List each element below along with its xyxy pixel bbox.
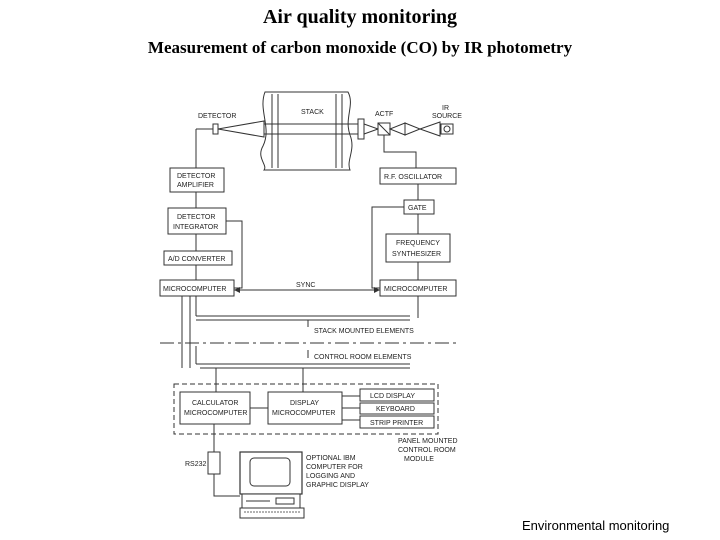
source-label: SOURCE — [432, 113, 462, 120]
detector-integrator-line1: DETECTOR — [177, 214, 215, 221]
ad-converter-label: A/D CONVERTER — [168, 256, 225, 263]
optional-ibm-line1: OPTIONAL IBM — [306, 455, 356, 462]
frequency-synthesizer-line2: SYNTHESIZER — [392, 251, 441, 258]
detector-integrator-box — [167, 207, 227, 235]
lcd-display-label: LCD DISPLAY — [370, 393, 415, 400]
panel-mounted-line2: CONTROL ROOM — [398, 447, 456, 454]
keyboard-box — [359, 402, 435, 415]
calculator-label-2: MICROCOMPUTER — [184, 410, 247, 417]
detector-amplifier-line2: AMPLIFIER — [177, 182, 214, 189]
keyboard-label: KEYBOARD — [376, 406, 415, 413]
actf-label: ACTF — [375, 111, 393, 118]
microcomputer-left-label: MICROCOMPUTER — [163, 286, 226, 293]
rs232-connector — [207, 451, 221, 475]
detector-element — [212, 123, 219, 135]
strip-printer-label: STRIP PRINTER — [370, 420, 423, 427]
display-label-1: DISPLAY — [290, 400, 319, 407]
lcd-display-box — [359, 388, 435, 402]
frequency-synthesizer-box — [385, 233, 451, 263]
calculator-label-1: CALCULATOR — [192, 400, 238, 407]
footer-label: Environmental monitoring — [522, 518, 670, 533]
sync-label: SYNC — [296, 282, 315, 289]
stack-label: STACK — [301, 109, 324, 116]
ibm-computer-icon — [239, 451, 305, 519]
detector-amplifier-line1: DETECTOR — [177, 173, 215, 180]
calculator-microcomputer-box — [179, 391, 251, 425]
optional-ibm-line2: COMPUTER FOR — [306, 464, 363, 471]
detector-amplifier-box — [169, 167, 225, 193]
stack-graphic — [260, 91, 353, 171]
page-title: Air quality monitoring — [262, 6, 458, 28]
panel-mounted-line1: PANEL MOUNTED — [398, 438, 458, 445]
stack-mounted-label: STACK MOUNTED ELEMENTS — [314, 328, 414, 335]
control-room-label: CONTROL ROOM ELEMENTS — [314, 354, 412, 361]
frequency-synthesizer-line1: FREQUENCY — [396, 240, 440, 247]
panel-module-boundary — [173, 383, 439, 435]
detector-integrator-line2: INTEGRATOR — [173, 224, 218, 231]
panel-mounted-line3: MODULE — [404, 456, 434, 463]
optional-ibm-line3: LOGGING AND — [306, 473, 355, 480]
ad-converter-box — [163, 250, 233, 266]
ir-source-element — [440, 123, 454, 135]
microcomputer-right-label: MICROCOMPUTER — [384, 286, 447, 293]
rf-oscillator-label: R.F. OSCILLATOR — [384, 174, 442, 181]
display-microcomputer-box — [267, 391, 343, 425]
detector-label: DETECTOR — [198, 113, 236, 120]
strip-printer-box — [359, 415, 435, 429]
rs232-label: RS232 — [185, 461, 207, 468]
ir-label: IR — [442, 105, 449, 112]
gate-label: GATE — [408, 205, 427, 212]
detector-beam — [217, 120, 265, 138]
optional-ibm-line4: GRAPHIC DISPLAY — [306, 482, 369, 489]
display-label-2: MICROCOMPUTER — [272, 410, 335, 417]
page-subtitle: Measurement of carbon monoxide (CO) by I… — [147, 38, 573, 57]
